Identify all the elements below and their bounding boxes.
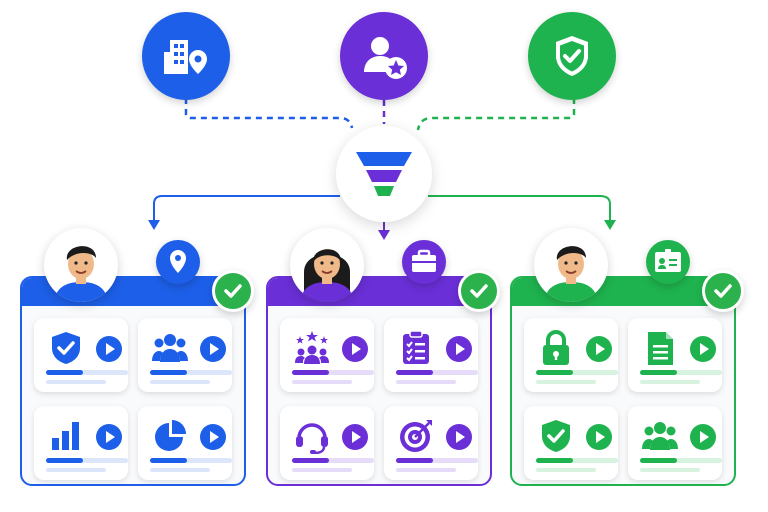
bar-chart-icon <box>48 418 84 452</box>
progress-bar <box>150 370 232 375</box>
avatar-woman-purple <box>290 228 364 302</box>
clipboard-checklist-icon <box>398 330 434 364</box>
progress-bar <box>292 458 374 463</box>
placeholder-line <box>640 380 700 384</box>
shield-check-icon <box>538 418 574 452</box>
progress-bar <box>292 370 374 375</box>
arrowhead-purple <box>378 230 390 240</box>
placeholder-line <box>292 468 352 472</box>
group-icon <box>642 418 678 452</box>
card-grid <box>524 318 722 480</box>
arrowhead-green <box>604 220 616 230</box>
location-pin-icon <box>156 240 200 284</box>
play-icon[interactable] <box>342 424 368 450</box>
module-card[interactable] <box>524 318 618 392</box>
connector-blue-dashed <box>184 98 354 129</box>
profile-panel <box>266 276 492 486</box>
play-icon[interactable] <box>342 336 368 362</box>
card-grid <box>34 318 232 480</box>
target-icon <box>398 418 434 452</box>
placeholder-line <box>292 380 352 384</box>
module-card[interactable] <box>280 406 374 480</box>
verified-check-icon <box>458 270 500 312</box>
module-card[interactable] <box>384 406 478 480</box>
group-icon <box>152 330 188 364</box>
avatar-man-blue <box>44 228 118 302</box>
progress-fill <box>46 370 83 375</box>
module-card[interactable] <box>138 318 232 392</box>
placeholder-line <box>536 468 596 472</box>
play-icon[interactable] <box>446 424 472 450</box>
placeholder-line <box>46 468 106 472</box>
progress-bar <box>46 458 128 463</box>
module-card[interactable] <box>628 406 722 480</box>
avatar-man-green <box>534 228 608 302</box>
card-grid <box>280 318 478 480</box>
module-card[interactable] <box>138 406 232 480</box>
user-star-icon <box>340 12 428 100</box>
play-icon[interactable] <box>446 336 472 362</box>
placeholder-line <box>640 468 700 472</box>
placeholder-line <box>536 380 596 384</box>
team-rating-icon <box>294 330 330 364</box>
module-card[interactable] <box>524 406 618 480</box>
module-card[interactable] <box>628 318 722 392</box>
progress-fill <box>396 458 433 463</box>
id-card-icon <box>646 240 690 284</box>
module-card[interactable] <box>34 318 128 392</box>
funnel-icon <box>336 126 432 222</box>
progress-bar <box>536 458 618 463</box>
progress-fill <box>292 458 329 463</box>
progress-fill <box>640 458 677 463</box>
play-icon[interactable] <box>96 336 122 362</box>
placeholder-line <box>46 380 106 384</box>
progress-bar <box>46 370 128 375</box>
module-card[interactable] <box>384 318 478 392</box>
progress-bar <box>536 370 618 375</box>
pie-chart-icon <box>152 418 188 452</box>
progress-fill <box>150 458 187 463</box>
progress-bar <box>150 458 232 463</box>
placeholder-line <box>396 380 456 384</box>
profile-panel <box>20 276 246 486</box>
headset-icon <box>294 418 330 455</box>
play-icon[interactable] <box>690 336 716 362</box>
progress-bar <box>396 458 478 463</box>
connector-green-dashed <box>416 98 576 131</box>
module-card[interactable] <box>280 318 374 392</box>
progress-bar <box>396 370 478 375</box>
play-icon[interactable] <box>586 424 612 450</box>
connector-green-arrow <box>428 195 611 222</box>
shield-check-icon <box>48 330 84 364</box>
placeholder-line <box>396 468 456 472</box>
lock-icon <box>538 330 574 365</box>
play-icon[interactable] <box>200 424 226 450</box>
progress-fill <box>150 370 187 375</box>
connector-blue-arrow <box>153 195 340 222</box>
arrowhead-blue <box>148 220 160 230</box>
placeholder-line <box>150 380 210 384</box>
progress-fill <box>292 370 329 375</box>
progress-fill <box>536 458 573 463</box>
shield-check-icon <box>528 12 616 100</box>
briefcase-icon <box>402 240 446 284</box>
document-icon <box>642 330 678 365</box>
module-card[interactable] <box>34 406 128 480</box>
play-icon[interactable] <box>200 336 226 362</box>
placeholder-line <box>150 468 210 472</box>
progress-bar <box>640 370 722 375</box>
progress-fill <box>396 370 433 375</box>
progress-fill <box>46 458 83 463</box>
progress-bar <box>640 458 722 463</box>
progress-fill <box>536 370 573 375</box>
verified-check-icon <box>702 270 744 312</box>
profile-panel <box>510 276 736 486</box>
play-icon[interactable] <box>586 336 612 362</box>
verified-check-icon <box>212 270 254 312</box>
play-icon[interactable] <box>96 424 122 450</box>
building-location-icon <box>142 12 230 100</box>
progress-fill <box>640 370 677 375</box>
play-icon[interactable] <box>690 424 716 450</box>
